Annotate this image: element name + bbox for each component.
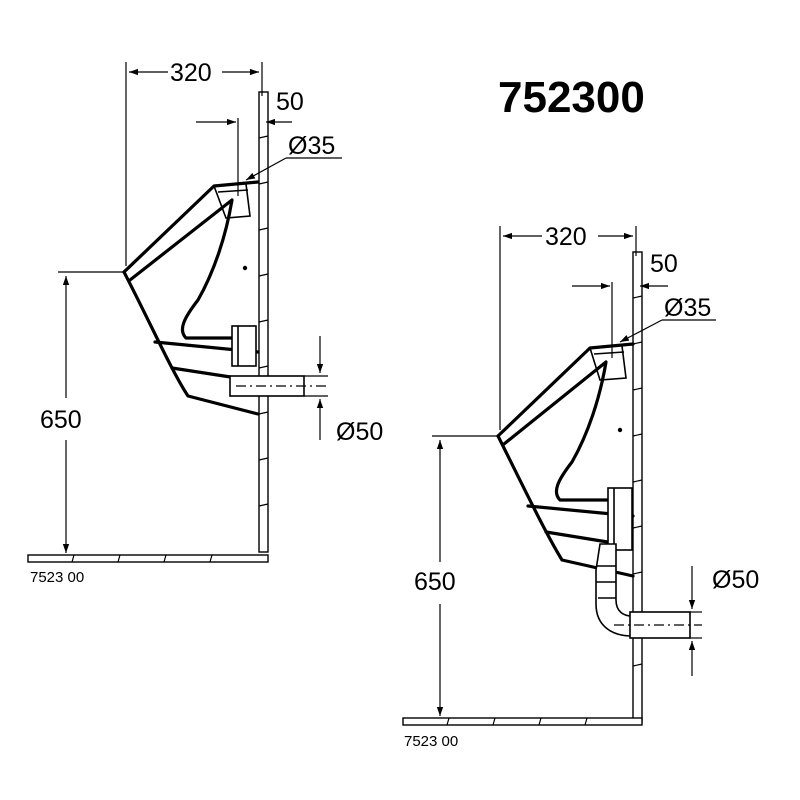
wall-offset-label: 50	[276, 88, 304, 116]
wall	[632, 251, 643, 723]
height-dimension-label: 650	[414, 568, 456, 596]
article-code-label: 7523 00	[30, 569, 84, 586]
floor-joints	[446, 717, 588, 726]
floor	[402, 717, 643, 726]
width-dimension-label: 320	[170, 59, 212, 87]
article-code-label: 7523 00	[404, 733, 458, 750]
height-dimension-label: 650	[40, 406, 82, 434]
outlet-diameter-label: Ø50	[712, 566, 759, 594]
product-number-title: 752300	[498, 73, 645, 122]
view-siphon-outlet: 320 50 Ø35 650 Ø50 7523 00	[402, 223, 759, 750]
view-wall-outlet: 320 50 Ø35 650 Ø50 7523 00	[27, 59, 383, 586]
width-dimension-label: 320	[545, 223, 587, 251]
urinal-body	[122, 118, 330, 416]
urinal-body	[496, 282, 702, 639]
dimension-lines	[58, 62, 342, 553]
inlet-diameter-label: Ø35	[288, 132, 335, 160]
outlet-diameter-label: Ø50	[336, 418, 383, 446]
floor	[27, 554, 269, 563]
dimension-lines	[432, 226, 716, 716]
floor-joints	[71, 554, 213, 563]
inlet-diameter-label: Ø35	[664, 294, 711, 322]
wall-offset-label: 50	[650, 250, 678, 278]
wall-joints	[258, 135, 269, 507]
